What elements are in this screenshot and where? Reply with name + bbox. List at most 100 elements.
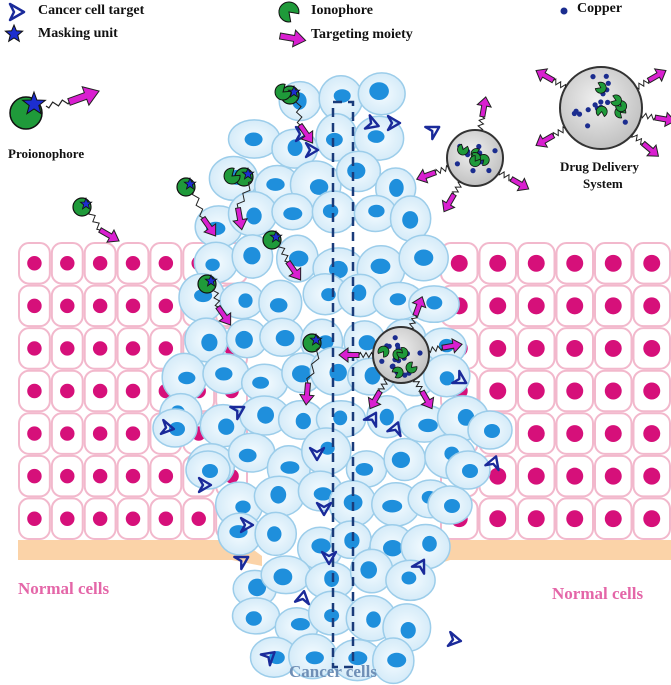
normal-tissue-right — [440, 242, 671, 540]
chevron-icon — [446, 630, 463, 648]
normal-cell — [149, 497, 183, 540]
chevron-icon — [315, 501, 333, 517]
normal-cell — [18, 454, 51, 498]
pacman-icon — [278, 1, 300, 23]
cancer-cell — [199, 403, 247, 448]
normal-cell — [18, 497, 51, 540]
cancer-cell — [389, 195, 432, 242]
chevron-icon — [304, 141, 320, 159]
normal-cell — [18, 369, 51, 413]
cancer-cell — [423, 353, 471, 398]
targeting-arrow — [535, 68, 556, 84]
normal-cell — [50, 454, 84, 498]
normal-cell — [18, 284, 51, 328]
normal-cell — [555, 412, 594, 455]
normal-cell — [555, 369, 594, 413]
copper-dot-icon — [598, 99, 604, 105]
cancer-cell — [349, 548, 394, 594]
copper-dot-icon — [492, 148, 498, 154]
cancer-cell — [398, 404, 450, 443]
targeting-arrow — [646, 68, 667, 84]
proionophore-arrow — [67, 86, 100, 107]
cancer-cell — [445, 450, 491, 490]
cancer-cell — [353, 194, 398, 233]
normal-cell — [116, 242, 150, 285]
normal-cell — [517, 284, 556, 328]
normal-cell — [83, 497, 117, 540]
cancer-cell — [260, 555, 312, 595]
pacman-icon — [405, 361, 418, 374]
legend — [4, 1, 568, 48]
targeting-arrow — [338, 346, 360, 364]
chevron-icon — [293, 589, 311, 606]
drug-delivery-label-line1: Drug Delivery — [560, 159, 640, 174]
basement-membrane-left — [18, 540, 262, 566]
normal-cell — [18, 412, 51, 455]
chevron-icon — [386, 114, 402, 132]
pacman-icon — [615, 100, 628, 113]
legend-cancer-cell-target: Cancer cell target — [38, 3, 145, 18]
cancer-cell — [383, 437, 427, 482]
targeting-arrow — [215, 304, 232, 326]
chevron-icon — [233, 555, 250, 571]
normal-cell — [50, 369, 84, 413]
drug-delivery-label-line2: System — [583, 176, 623, 191]
cancer-cell — [271, 192, 314, 231]
normal-cell — [116, 284, 150, 328]
targeting-arrow — [200, 215, 217, 237]
cancer-cell — [152, 408, 198, 448]
normal-cell — [517, 369, 556, 413]
copper-dot-icon — [622, 119, 628, 125]
chevron-icon — [259, 650, 276, 667]
normal-cell — [632, 327, 671, 370]
normal-cell — [517, 454, 556, 498]
normal-cell — [116, 454, 150, 498]
pacman-icon — [595, 105, 608, 118]
proionophore-molecule — [72, 196, 120, 243]
normal-cell — [478, 327, 517, 370]
targeting-arrow — [419, 389, 435, 410]
cancer-cell — [318, 74, 364, 122]
targeting-arrow — [441, 192, 457, 213]
normal-cell — [149, 454, 183, 498]
normal-cell — [478, 369, 517, 413]
targeting-arrow — [98, 227, 120, 243]
star-icon — [4, 23, 24, 43]
normal-cell — [555, 497, 594, 540]
copper-dot-icon — [605, 99, 611, 105]
copper-dot-icon — [402, 372, 408, 378]
normal-cell — [517, 412, 556, 455]
normal-cell — [83, 327, 117, 370]
normal-cell — [632, 242, 671, 285]
legend-masking-unit: Masking unit — [38, 26, 118, 41]
normal-cell — [632, 454, 671, 498]
drug-delivery-system — [415, 96, 530, 213]
targeting-arrow — [285, 259, 302, 281]
chevron-icon — [362, 411, 378, 428]
normal-cell — [182, 497, 216, 540]
proionophore-molecule — [232, 166, 255, 231]
pacman-icon — [594, 81, 607, 94]
cancer-cell — [301, 427, 352, 476]
copper-dot-icon — [470, 168, 476, 174]
pacman-icon — [377, 345, 390, 358]
normal-cell — [517, 327, 556, 370]
chevron-icon — [229, 405, 246, 421]
normal-cell — [555, 454, 594, 498]
normal-cell — [116, 327, 150, 370]
chevron-icon — [410, 558, 426, 575]
normal-cell — [632, 369, 671, 413]
normal-cell — [594, 284, 633, 328]
pacman-icon — [469, 155, 482, 167]
chevron-icon — [386, 421, 402, 438]
cancer-cell — [225, 318, 269, 359]
normal-cell — [594, 327, 633, 370]
cancer-cell — [231, 234, 274, 279]
normal-cell — [478, 242, 517, 285]
pacman-icon — [274, 83, 292, 101]
normal-cell — [116, 369, 150, 413]
cancer-cell — [184, 317, 229, 363]
normal-cell — [594, 412, 633, 455]
normal-cell — [116, 497, 150, 540]
